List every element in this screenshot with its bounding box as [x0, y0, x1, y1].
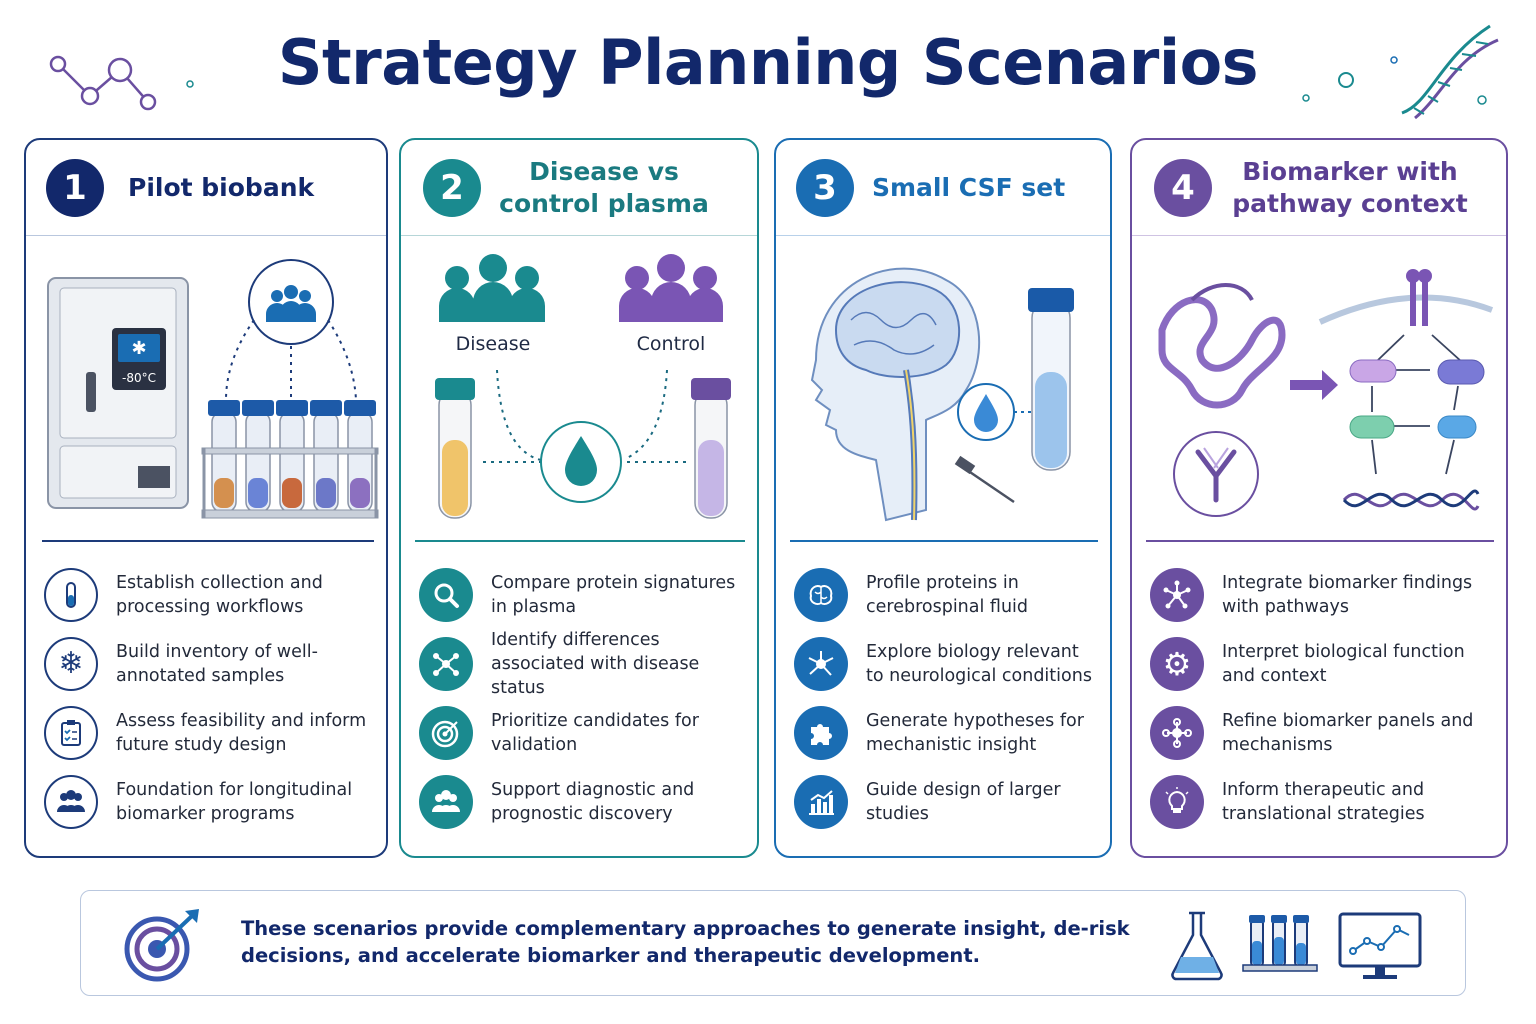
plasma-illustration: Disease Control [435, 254, 731, 519]
protein-icon [1158, 283, 1286, 409]
tube-rack-icon [1242, 915, 1318, 972]
list-item: Identify differences associated with dis… [419, 629, 747, 698]
group-label-disease: Disease [456, 333, 531, 355]
test-tube-icon [1028, 288, 1074, 471]
svg-text:✱: ✱ [131, 338, 146, 359]
test-tube-icon [44, 567, 98, 622]
brain-icon [794, 567, 848, 622]
item-list: Establish collection and processing work… [44, 560, 376, 836]
card-pilot-biobank: 1 Pilot biobank ✱ -80°C [24, 138, 388, 858]
card-header: 4 Biomarker with pathway context [1132, 140, 1506, 236]
molecule-chain-icon [49, 55, 194, 111]
antibody-icon [1173, 431, 1259, 517]
snowflake-icon: ❄ [44, 636, 98, 691]
list-item: Compare protein signatures in plasma [419, 560, 747, 629]
test-tube-icon [691, 378, 731, 519]
list-item: Support diagnostic and prognostic discov… [419, 767, 747, 836]
card-title: Biomarker with pathway context [1232, 156, 1468, 218]
lightbulb-icon [1150, 774, 1204, 829]
molecule-icon [1150, 705, 1204, 760]
dna-icon [1302, 24, 1499, 120]
list-item: ⚙ Interpret biological function and cont… [1150, 629, 1496, 698]
flask-icon [1171, 911, 1223, 981]
droplet-icon [957, 383, 1032, 441]
people-icon [44, 774, 98, 829]
card-disease-vs-control: 2 Disease vs control plasma Disease Cont… [399, 138, 759, 858]
card-title: Pilot biobank [128, 172, 315, 202]
neuron-icon [794, 636, 848, 691]
list-item: Profile proteins in cerebrospinal fluid [794, 560, 1100, 629]
list-item: Guide design of larger studies [794, 767, 1100, 836]
list-item: Prioritize candidates for validation [419, 698, 747, 767]
people-icon [619, 254, 723, 322]
droplet-icon [540, 421, 622, 503]
test-tube-icon [435, 378, 475, 519]
network-icon [1150, 567, 1204, 622]
magnifier-icon [419, 567, 473, 622]
freezer-temp: -80°C [122, 371, 156, 385]
dna-icon [1342, 489, 1480, 511]
list-item: ❄ Build inventory of well-annotated samp… [44, 629, 376, 698]
number-badge: 4 [1154, 158, 1212, 217]
list-item: Explore biology relevant to neurological… [794, 629, 1100, 698]
card-header: 2 Disease vs control plasma [401, 140, 757, 236]
card-biomarker-pathway: 4 Biomarker with pathway context [1130, 138, 1508, 858]
list-item: Refine biomarker panels and mechanisms [1150, 698, 1496, 767]
number-badge: 3 [796, 158, 854, 217]
card-title: Small CSF set [872, 172, 1066, 202]
group-label-control: Control [637, 333, 706, 355]
target-icon [419, 705, 473, 760]
summary-text: These scenarios provide complementary ap… [241, 917, 1130, 967]
item-list: Compare protein signatures in plasma Ide… [419, 560, 747, 836]
card-small-csf-set: 3 Small CSF set Profile pr [774, 138, 1112, 858]
biobank-illustration: ✱ -80°C [47, 259, 379, 519]
card-title: Disease vs control plasma [499, 156, 709, 218]
group-icon [248, 259, 334, 345]
item-list: Profile proteins in cerebrospinal fluid … [794, 560, 1100, 836]
head-brain-icon [810, 267, 1015, 522]
network-icon [419, 636, 473, 691]
summary-box: These scenarios provide complementary ap… [80, 890, 1466, 996]
group-icon [419, 774, 473, 829]
card-header: 3 Small CSF set [776, 140, 1110, 236]
clipboard-icon [44, 705, 98, 760]
target-icon [124, 909, 199, 982]
list-item: Establish collection and processing work… [44, 560, 376, 629]
pathway-icon [1318, 269, 1494, 475]
list-item: Inform therapeutic and translational str… [1150, 767, 1496, 836]
number-badge: 2 [423, 158, 481, 217]
csf-illustration [810, 267, 1074, 522]
gear-icon: ⚙ [1150, 636, 1204, 691]
freezer-icon: ✱ [47, 277, 189, 509]
sample-tubes-icon [201, 400, 379, 519]
list-item: Foundation for longitudinal biomarker pr… [44, 767, 376, 836]
number-badge: 1 [46, 158, 104, 217]
item-list: Integrate biomarker findings with pathwa… [1150, 560, 1496, 836]
people-icon [439, 254, 545, 322]
monitor-chart-icon [1338, 912, 1422, 979]
puzzle-icon [794, 705, 848, 760]
list-item: Integrate biomarker findings with pathwa… [1150, 560, 1496, 629]
pathway-illustration [1158, 269, 1494, 517]
page-title: Strategy Planning Scenarios [277, 26, 1259, 99]
list-item: Assess feasibility and inform future stu… [44, 698, 376, 767]
card-header: 1 Pilot biobank [26, 140, 386, 236]
list-item: Generate hypotheses for mechanistic insi… [794, 698, 1100, 767]
bar-chart-icon [794, 774, 848, 829]
